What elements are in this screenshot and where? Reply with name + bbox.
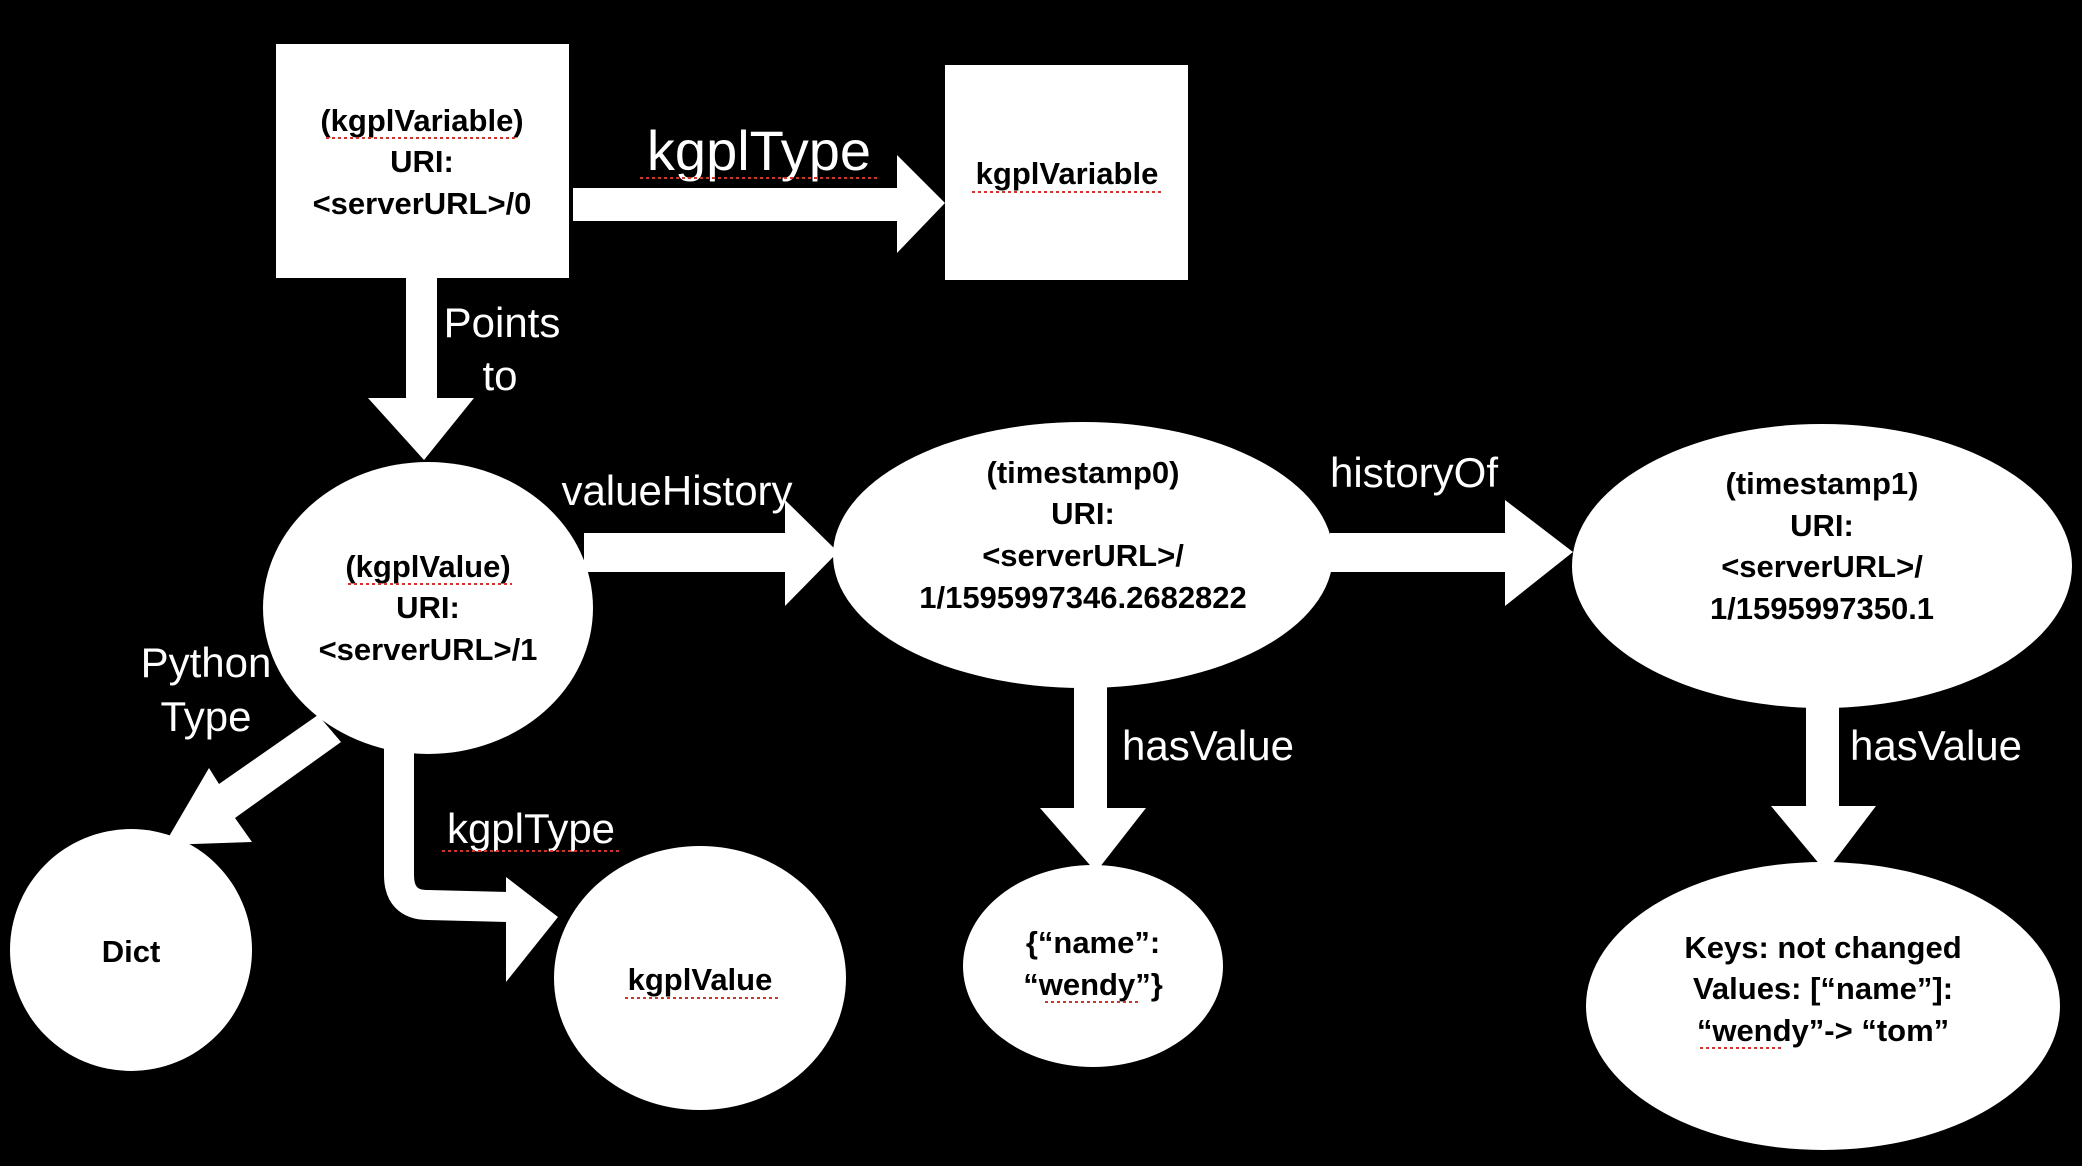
node-value1-shape	[1586, 862, 2060, 1150]
arrow-kgpltype-top	[573, 155, 945, 253]
edge-label-has-value-0: hasValue	[1122, 722, 1294, 769]
arrow-python-type	[164, 715, 341, 845]
edge-label-python-type-line2: Type	[160, 693, 251, 740]
edge-label-value-history: valueHistory	[561, 467, 792, 514]
node-label: kgplValue	[628, 962, 773, 997]
arrow-points-to	[368, 278, 474, 460]
node-kgpl-variable-instance: (kgplVariable) URI: <serverURL>/0	[276, 44, 569, 278]
node-text-line: URI:	[1790, 508, 1854, 543]
node-text-line: URI:	[1051, 496, 1115, 531]
node-text-line: (kgplValue)	[345, 549, 510, 584]
node-text-line: URI:	[396, 590, 460, 625]
node-dict-shape	[10, 829, 252, 1071]
node-kgpl-variable-class: kgplVariable	[945, 65, 1188, 280]
node-text-line: Values: [“name”]:	[1693, 971, 1953, 1006]
node-kgpl-value-class: kgplValue	[554, 846, 846, 1110]
node-label: kgplVariable	[976, 156, 1159, 191]
node-text-line: (timestamp1)	[1726, 466, 1919, 501]
node-text-line: <serverURL>/	[982, 538, 1184, 573]
node-timestamp0: (timestamp0) URI: <serverURL>/ 1/1595997…	[833, 422, 1333, 688]
arrow-history-of	[1330, 500, 1573, 606]
node-kgpl-variable-instance-shape	[276, 44, 569, 278]
arrow-has-value-1	[1771, 682, 1876, 872]
node-timestamp1: (timestamp1) URI: <serverURL>/ 1/1595997…	[1572, 424, 2072, 708]
node-text-line: <serverURL>/	[1721, 549, 1923, 584]
edge-label-has-value-1: hasValue	[1850, 722, 2022, 769]
arrow-kgpltype-bottom-line	[384, 748, 509, 922]
node-text-line: (timestamp0)	[987, 455, 1180, 490]
node-value0: {“name”: “wendy”}	[963, 865, 1223, 1067]
node-timestamp0-shape	[833, 422, 1333, 688]
node-text-line: Keys: not changed	[1684, 930, 1961, 965]
node-kgpl-value-instance: (kgplValue) URI: <serverURL>/1	[263, 462, 593, 754]
node-text-line: 1/1595997350.1	[1710, 591, 1934, 626]
edge-label-python-type-line1: Python	[141, 639, 272, 686]
edge-label-kgpltype-bottom: kgplType	[447, 805, 615, 852]
node-timestamp1-shape	[1572, 424, 2072, 708]
node-text-line: “wendy”}	[1023, 967, 1163, 1002]
node-dict: Dict	[10, 829, 252, 1071]
node-kgpl-value-instance-shape	[263, 462, 593, 754]
node-label: Dict	[102, 934, 161, 969]
node-text-line: “wendy”-> “tom”	[1697, 1013, 1949, 1048]
node-text-line: <serverURL>/0	[313, 186, 532, 221]
node-kgpl-variable-class-shape	[945, 65, 1188, 280]
node-text-line: (kgplVariable)	[320, 103, 523, 138]
node-text-line: {“name”:	[1026, 925, 1160, 960]
node-text-line: <serverURL>/1	[319, 632, 538, 667]
node-text-line: 1/1595997346.2682822	[919, 580, 1247, 615]
arrow-has-value-0	[1040, 682, 1146, 872]
node-text-line: URI:	[390, 144, 454, 179]
node-value1: Keys: not changed Values: [“name”]: “wen…	[1586, 862, 2060, 1150]
edge-label-history-of: historyOf	[1330, 449, 1498, 496]
arrow-kgpltype-bottom-head	[506, 877, 558, 982]
arrow-value-history	[584, 500, 838, 606]
edge-label-points-to-line1: Points	[444, 299, 561, 346]
node-value0-shape	[963, 865, 1223, 1067]
edge-label-points-to-line2: to	[482, 352, 517, 399]
node-kgpl-value-class-shape	[554, 846, 846, 1110]
edge-label-kgpltype-top: kgplType	[647, 119, 871, 182]
